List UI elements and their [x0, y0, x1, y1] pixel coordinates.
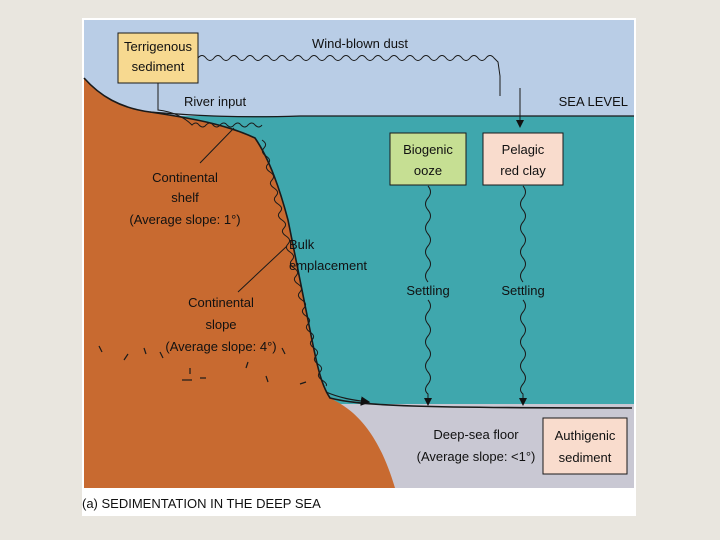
slope-flow-arrow	[325, 391, 371, 406]
pelagic-label-line1: Pelagic	[502, 142, 545, 157]
settling-line-biogenic-lower	[424, 299, 432, 406]
pelagic-red-clay-box	[482, 132, 564, 186]
slope-label-line1: Continental	[188, 295, 254, 310]
slope-label-line3: (Average slope: 4°)	[165, 339, 276, 354]
biogenic-label-line2: ooze	[414, 163, 442, 178]
biogenic-ooze-box	[389, 132, 467, 186]
settling-line-pelagic-upper	[520, 185, 526, 283]
biogenic-label-line1: Biogenic	[403, 142, 453, 157]
settling-line-biogenic-upper	[425, 185, 431, 283]
floor-label-line1: Deep-sea floor	[433, 427, 519, 442]
figure-caption: (a) SEDIMENTATION IN THE DEEP SEA	[82, 496, 321, 511]
settling-label-pelagic: Settling	[501, 283, 544, 298]
shoreline	[149, 111, 301, 118]
river-input-label: River input	[184, 94, 247, 109]
bulk-label-line2: emplacement	[289, 258, 367, 273]
pelagic-label-line2: red clay	[500, 163, 546, 178]
bulk-leader-line	[237, 245, 288, 293]
shelf-label-line1: Continental	[152, 170, 218, 185]
continental-landmass	[84, 78, 395, 488]
authigenic-sediment-box	[542, 417, 628, 475]
authigenic-label-line1: Authigenic	[555, 428, 616, 443]
bulk-label-line1: Bulk	[289, 237, 315, 252]
wind-blown-dust-label: Wind-blown dust	[312, 36, 408, 51]
settling-line-pelagic-lower	[519, 299, 527, 406]
river-input-path	[157, 83, 263, 128]
slope-sediment-flow	[261, 139, 327, 387]
wind-dust-path	[197, 55, 501, 96]
terrigenous-label-line2: sediment	[132, 59, 185, 74]
shelf-label-line2: shelf	[171, 190, 199, 205]
shelf-leader-line	[199, 127, 235, 164]
slope-label-line2: slope	[205, 317, 236, 332]
seabed-profile	[83, 77, 633, 409]
terrigenous-label-line1: Terrigenous	[124, 39, 192, 54]
settling-label-biogenic: Settling	[406, 283, 449, 298]
land-sediment-marks	[98, 345, 307, 385]
shelf-label-line3: (Average slope: 1°)	[129, 212, 240, 227]
floor-label-line2: (Average slope: <1°)	[417, 449, 536, 464]
sea-level-label: SEA LEVEL	[559, 94, 628, 109]
authigenic-label-line2: sediment	[559, 450, 612, 465]
